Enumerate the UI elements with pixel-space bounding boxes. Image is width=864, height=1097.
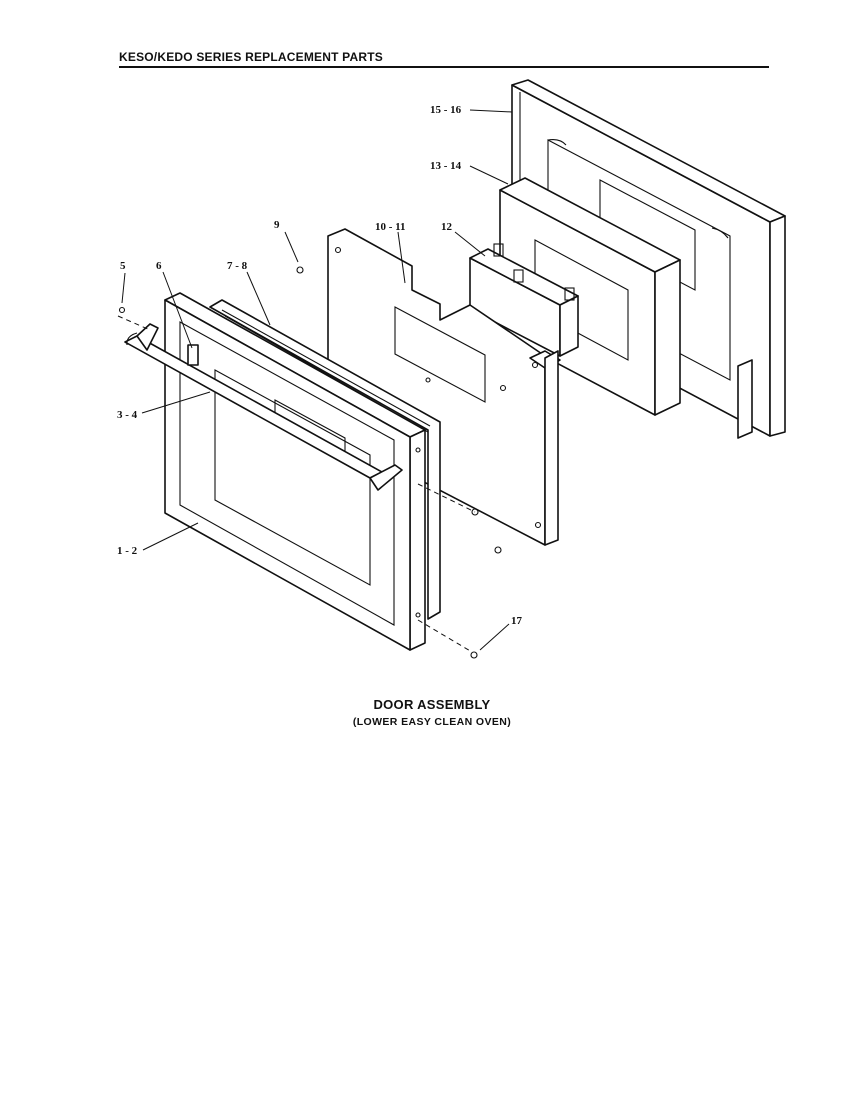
callout-7-8: 7 - 8: [227, 260, 248, 272]
callout-5: 5: [120, 260, 126, 272]
page-header: KESO/KEDO SERIES REPLACEMENT PARTS: [119, 50, 383, 64]
callout-10-11: 10 - 11: [375, 221, 406, 233]
callout-13-14: 13 - 14: [430, 160, 462, 172]
callout-6: 6: [156, 260, 162, 272]
callout-15-16: 15 - 16: [430, 104, 462, 116]
caption-title: DOOR ASSEMBLY: [373, 697, 491, 712]
callout-3-4: 3 - 4: [117, 409, 138, 421]
hinge-bracket: [187, 344, 199, 366]
inner-door-panel: [327, 228, 561, 546]
callout-1-2: 1 - 2: [117, 545, 138, 557]
caption-subtitle: (LOWER EASY CLEAN OVEN): [352, 716, 512, 728]
callout-9: 9: [274, 219, 280, 231]
screws: [118, 266, 502, 659]
door-handle: [124, 323, 403, 491]
callout-17: 17: [511, 615, 523, 627]
callout-12: 12: [441, 221, 453, 233]
header-rule: [119, 66, 769, 68]
bracket-box: [469, 243, 579, 357]
